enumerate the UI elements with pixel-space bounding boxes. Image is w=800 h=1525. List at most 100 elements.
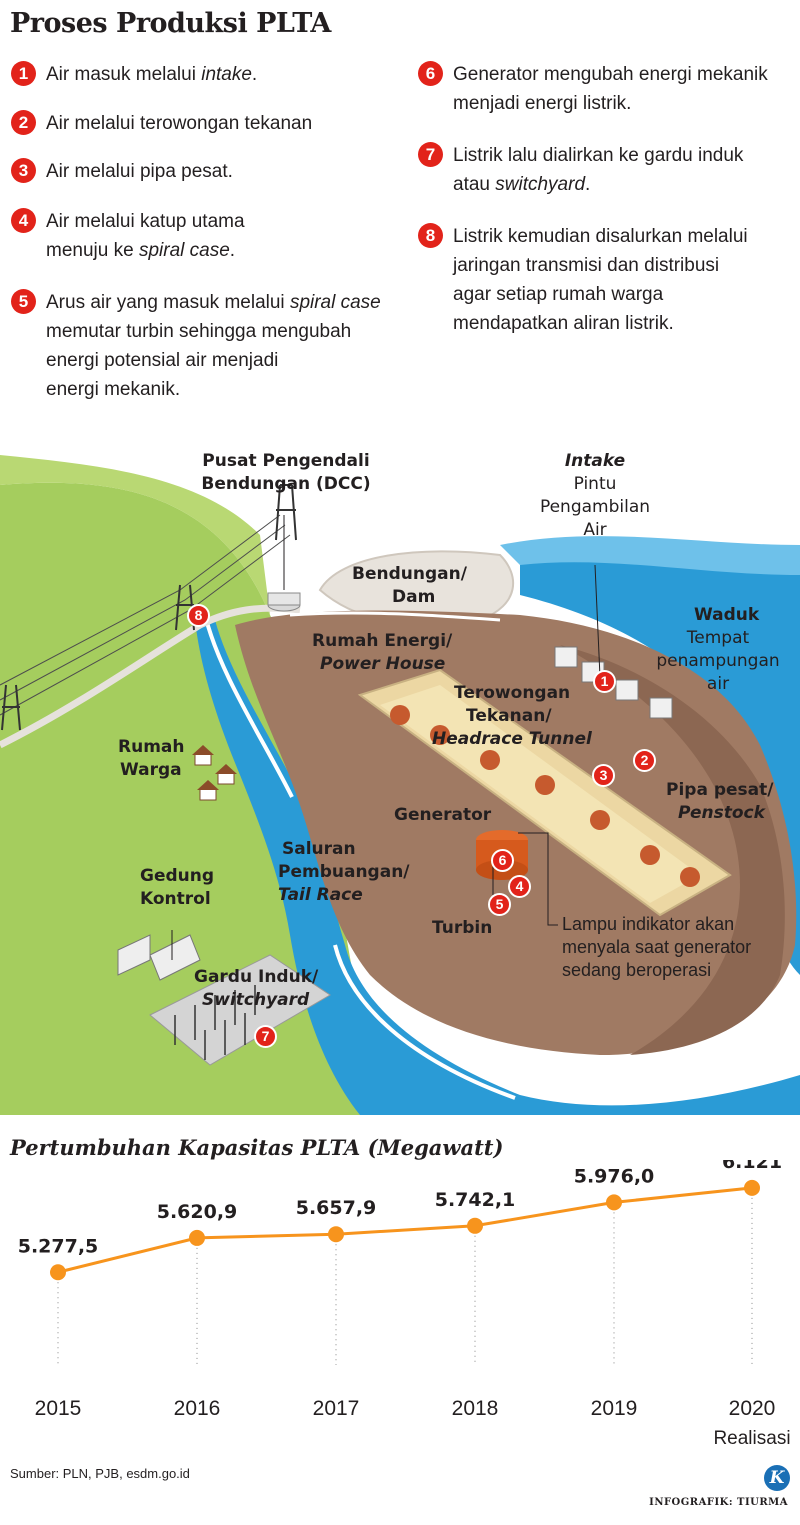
step-8: 8 Listrik kemudian disalurkan melalui jar… [418, 222, 748, 338]
x-tick-label: 2015 [35, 1397, 82, 1420]
label-gardu: Gardu Induk/ Switchyard [194, 967, 319, 1010]
intake-gate [554, 646, 578, 668]
switchyard-towers [174, 985, 256, 1060]
road [0, 604, 301, 749]
step-number: 2 [11, 110, 36, 135]
page-title: Proses Produksi PLTA [10, 8, 331, 39]
step-line: Arus air yang masuk melalui spiral case [46, 292, 381, 313]
step-text: Generator mengubah energi mekanik menjadi… [453, 60, 768, 118]
infographic-credit: INFOGRAFIK: TIURMA [649, 1497, 788, 1508]
hydropower-illustration [0, 455, 800, 1115]
river-bank [203, 614, 516, 1100]
step-number: 1 [11, 61, 36, 86]
pylon-icon [1, 684, 21, 731]
source-note: Sumber: PLN, PJB, esdm.go.id [10, 1466, 190, 1481]
step-text: Listrik lalu dialirkan ke gardu induk ata… [453, 141, 743, 199]
pin-7: 7 [254, 1025, 277, 1048]
step-1: 1 Air masuk melalui intake. [11, 60, 257, 89]
step-text: Air melalui pipa pesat. [46, 157, 233, 186]
label-lampu: Lampu indikator akan menyala saat genera… [562, 914, 752, 980]
step-line: atau switchyard. [453, 174, 591, 195]
step-3: 3 Air melalui pipa pesat. [11, 157, 233, 186]
x-tick-label: 2018 [452, 1397, 499, 1420]
step-number: 4 [11, 208, 36, 233]
step-5: 5 Arus air yang masuk melalui spiral cas… [11, 288, 381, 404]
hill-road [289, 611, 501, 622]
river [195, 620, 800, 1115]
data-point [467, 1217, 483, 1234]
step-text: Listrik kemudian disalurkan melalui jarin… [453, 222, 748, 338]
step-text: Air masuk melalui intake. [46, 60, 257, 89]
data-label: 6.121 [722, 1160, 782, 1173]
x-tick-label: 2017 [313, 1397, 360, 1420]
label-tunnel: Terowongan Tekanan/ Headrace Tunnel [432, 683, 592, 749]
label-dcc: Pusat Pengendali Bendungan (DCC) [201, 451, 371, 494]
step-line: Air melalui terowongan tekanan [46, 113, 313, 134]
data-point [50, 1264, 66, 1281]
step-line: energi mekanik. [46, 379, 181, 400]
data-point [328, 1226, 344, 1243]
pin-4: 4 [508, 875, 531, 898]
step-line: jaringan transmisi dan distribusi [453, 255, 720, 276]
step-line: agar setiap rumah warga [453, 284, 664, 305]
step-line: Listrik kemudian disalurkan melalui [453, 226, 748, 247]
pin-3: 3 [592, 764, 615, 787]
step-number: 6 [418, 61, 443, 86]
step-number: 5 [11, 289, 36, 314]
data-label: 5.657,9 [296, 1197, 377, 1219]
pin-8: 8 [187, 604, 210, 627]
leader-line [518, 832, 558, 926]
step-line: mendapatkan aliran listrik. [453, 313, 674, 334]
step-line: Listrik lalu dialirkan ke gardu induk [453, 145, 744, 166]
step-line: memutar turbin sehingga mengubah [46, 321, 352, 342]
step-7: 7 Listrik lalu dialirkan ke gardu induk a… [418, 141, 743, 199]
step-2: 2 Air melalui terowongan tekanan [11, 109, 312, 138]
hill-shade [560, 645, 785, 1055]
intake-gate [615, 679, 639, 701]
step-number: 3 [11, 158, 36, 183]
data-label: 5.277,5 [18, 1235, 99, 1257]
kompas-logo: K [764, 1465, 790, 1491]
data-point [744, 1179, 760, 1196]
x-tick-label: 2020 [729, 1397, 776, 1420]
data-label: 5.620,9 [157, 1201, 238, 1223]
power-house-inner [380, 685, 700, 903]
label-turbin: Turbin [432, 918, 493, 938]
step-line: Air melalui katup utama [46, 211, 245, 232]
step-line: Generator mengubah energi mekanik [453, 64, 768, 85]
step-number: 8 [418, 223, 443, 248]
intake-gate [649, 697, 673, 719]
label-tail-race: Saluran Pembuangan/ Tail Race [278, 839, 410, 905]
step-text: Arus air yang masuk melalui spiral case m… [46, 288, 381, 404]
data-point [189, 1229, 205, 1246]
label-penstock: Pipa pesat/ Penstock [666, 780, 774, 823]
step-line: energi potensial air menjadi [46, 350, 279, 371]
leader-line [594, 564, 601, 678]
label-generator: Generator [394, 805, 492, 825]
x-tick-label: 2019 [591, 1397, 638, 1420]
label-dam: Bendungan/ Dam [352, 564, 467, 607]
x-tick-sublabel: Realisasi [713, 1428, 790, 1449]
grass-area [0, 482, 380, 1115]
step-6: 6 Generator mengubah energi mekanik menja… [418, 60, 768, 118]
data-label: 5.976,0 [574, 1165, 655, 1187]
grass-area-upper [0, 455, 270, 615]
step-line: Air masuk melalui intake. [46, 64, 258, 85]
pin-1: 1 [593, 670, 616, 693]
pin-5: 5 [488, 893, 511, 916]
label-power-house: Rumah Energi/ Power House [312, 631, 453, 674]
pylon-icon [275, 484, 297, 541]
pin-6: 6 [491, 849, 514, 872]
x-tick-label: 2016 [174, 1397, 221, 1420]
series-line [57, 1186, 753, 1274]
label-rumah-warga: Rumah Warga [118, 737, 185, 780]
step-number: 7 [418, 142, 443, 167]
step-line: Air melalui pipa pesat. [46, 161, 233, 182]
label-waduk: Waduk Tempat penampungan air [656, 605, 780, 694]
control-building [117, 934, 201, 981]
capacity-line-chart: 5.277,520155.620,920165.657,920175.742,1… [18, 1160, 791, 1449]
label-gedung: Gedung Kontrol [140, 866, 215, 909]
step-line: menjadi energi listrik. [453, 93, 632, 114]
